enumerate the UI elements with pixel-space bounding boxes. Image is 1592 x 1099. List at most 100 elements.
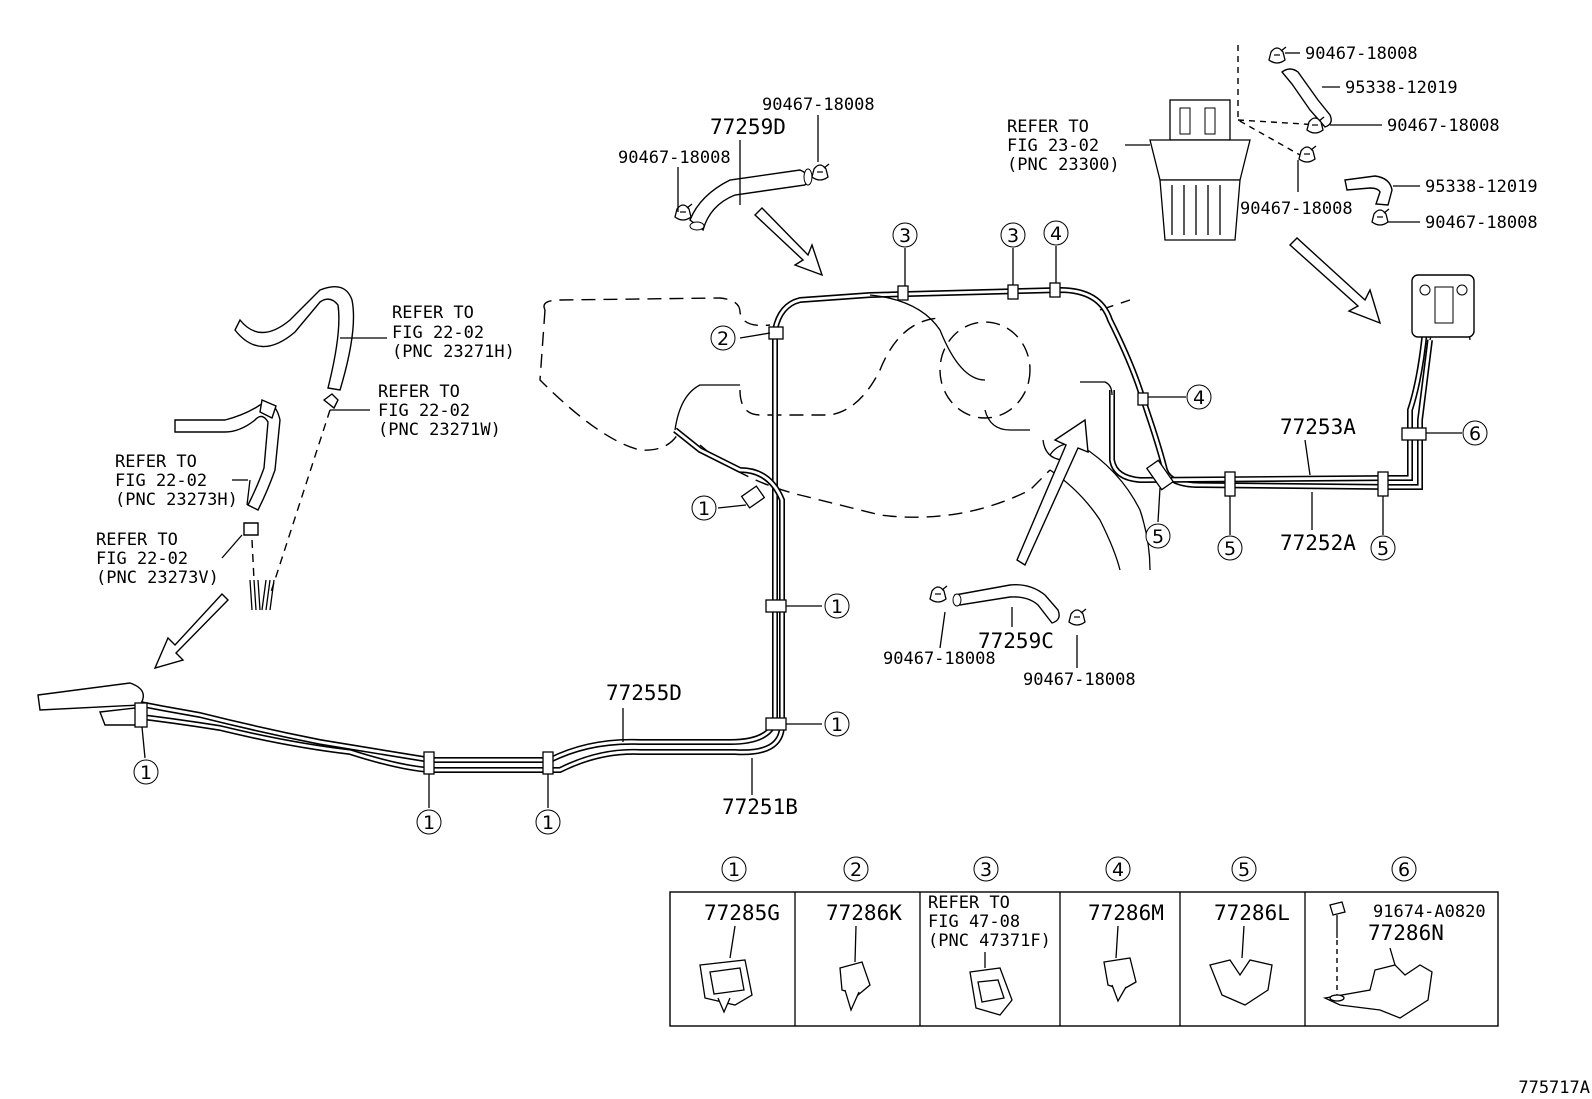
- pipe-77255D: [119, 286, 1433, 763]
- callout-1[interactable]: 1: [824, 593, 850, 619]
- clip-drawing-77286L: [1209, 925, 1273, 1006]
- legend-part-77286M[interactable]: 77286M: [1088, 901, 1164, 925]
- legend-part-77286N[interactable]: 77286N: [1368, 921, 1444, 945]
- legend-note-line[interactable]: (PNC 47371F): [928, 931, 1051, 951]
- svg-text:FIG 22-02: FIG 22-02: [115, 471, 207, 491]
- callout-1[interactable]: 1: [535, 809, 561, 835]
- label-95338-12019[interactable]: 95338-12019: [1345, 78, 1458, 98]
- svg-text:FIG 23-02: FIG 23-02: [1007, 136, 1099, 156]
- refer-note-fig22-02-23273V[interactable]: REFER TO FIG 22-02 (PNC 23273V): [96, 530, 219, 588]
- refer-note-fig22-02-23271W[interactable]: REFER TO FIG 22-02 (PNC 23271W): [378, 382, 501, 440]
- label-77252A[interactable]: 77252A: [1280, 531, 1356, 555]
- refer-note-fig22-02-23273H[interactable]: REFER TO FIG 22-02 (PNC 23273H): [115, 452, 238, 510]
- legend-part-77286K[interactable]: 77286K: [826, 901, 902, 925]
- label-95338-12019[interactable]: 95338-12019: [1425, 177, 1538, 197]
- label-90467-18008[interactable]: 90467-18008: [883, 649, 996, 669]
- label-77259C[interactable]: 77259C: [978, 629, 1054, 653]
- legend-note-line[interactable]: FIG 47-08: [928, 912, 1020, 932]
- callout-2[interactable]: 2: [710, 325, 736, 351]
- legend-header-6: 6: [1391, 856, 1417, 882]
- legend-bolt-91674-A0820[interactable]: 91674-A0820: [1373, 902, 1486, 922]
- clip-drawing-77286K: [839, 925, 871, 1012]
- pipe-end-fittings: [37, 682, 144, 726]
- legend-part-77286L[interactable]: 77286L: [1214, 901, 1290, 925]
- clamp-icon: [1068, 608, 1087, 626]
- clip-drawing-77285G: [699, 925, 753, 1014]
- svg-text:2: 2: [850, 859, 862, 881]
- svg-text:FIG 22-02: FIG 22-02: [96, 549, 188, 569]
- filter-hoses: [1280, 68, 1393, 206]
- svg-text:(PNC 23271W): (PNC 23271W): [378, 420, 501, 440]
- fuel-filter-assembly: [1149, 45, 1321, 241]
- svg-text:(PNC 23273H): (PNC 23273H): [115, 490, 238, 510]
- callout-3[interactable]: 3: [892, 222, 918, 248]
- figure-number: 775717A: [1518, 1078, 1590, 1098]
- direction-arrows: [153, 207, 1382, 670]
- clamp-icon: [811, 163, 830, 181]
- svg-text:1: 1: [542, 812, 554, 834]
- clip-drawing-77286M: [1103, 925, 1137, 1003]
- legend-header-4: 4: [1105, 856, 1131, 882]
- svg-text:REFER TO: REFER TO: [115, 452, 197, 472]
- refer-note-fig22-02-23271H[interactable]: REFER TO FIG 22-02 (PNC 23271H): [392, 303, 515, 362]
- svg-text:2: 2: [717, 328, 729, 350]
- label-90467-18008[interactable]: 90467-18008: [1023, 670, 1136, 690]
- label-77259D[interactable]: 77259D: [710, 115, 786, 139]
- filler-hoses: [174, 286, 355, 611]
- legend-header-5: 5: [1231, 856, 1257, 882]
- label-90467-18008[interactable]: 90467-18008: [1305, 44, 1418, 64]
- clip-drawing-77286N: [1322, 901, 1433, 1019]
- svg-text:FIG 22-02: FIG 22-02: [392, 323, 484, 343]
- svg-text:1: 1: [140, 762, 152, 784]
- svg-text:1: 1: [728, 859, 740, 881]
- svg-text:1: 1: [423, 812, 435, 834]
- clamp-icon: [1371, 208, 1390, 226]
- svg-text:3: 3: [899, 225, 911, 247]
- svg-text:5: 5: [1377, 538, 1389, 560]
- callout-1[interactable]: 1: [691, 495, 717, 521]
- label-90467-18008[interactable]: 90467-18008: [1387, 116, 1500, 136]
- clamp-icon: [929, 585, 948, 603]
- svg-text:4: 4: [1193, 387, 1205, 409]
- svg-text:3: 3: [1007, 225, 1019, 247]
- svg-text:REFER TO: REFER TO: [1007, 117, 1089, 137]
- svg-text:(PNC 23271H): (PNC 23271H): [392, 342, 515, 362]
- leader-lines: [141, 52, 1462, 808]
- callout-4[interactable]: 4: [1043, 220, 1069, 246]
- legend-header-1: 1: [721, 856, 747, 882]
- callout-1[interactable]: 1: [416, 809, 442, 835]
- label-77253A[interactable]: 77253A: [1280, 415, 1356, 439]
- svg-text:4: 4: [1050, 223, 1062, 245]
- refer-notes: REFER TO FIG 23-02 (PNC 23300) REFER TO …: [96, 117, 1120, 588]
- callout-6[interactable]: 6: [1462, 420, 1488, 446]
- label-90467-18008[interactable]: 90467-18008: [1240, 199, 1353, 219]
- callout-3[interactable]: 3: [1000, 222, 1026, 248]
- label-77251B[interactable]: 77251B: [722, 795, 798, 819]
- hose-77259C: [952, 584, 1060, 624]
- legend-note-line[interactable]: REFER TO: [928, 893, 1010, 913]
- callout-5[interactable]: 5: [1145, 523, 1171, 549]
- svg-text:(PNC 23273V): (PNC 23273V): [96, 568, 219, 588]
- callout-4[interactable]: 4: [1186, 384, 1212, 410]
- svg-text:4: 4: [1112, 859, 1124, 881]
- callout-1[interactable]: 1: [824, 711, 850, 737]
- label-90467-18008[interactable]: 90467-18008: [1425, 213, 1538, 233]
- clip-legend-table: 1 2 3 4 5 6 77285G 77286K REFER TO FIG 4…: [669, 856, 1499, 1027]
- legend-part-77285G[interactable]: 77285G: [704, 901, 780, 925]
- label-90467-18008[interactable]: 90467-18008: [762, 95, 875, 115]
- svg-text:REFER TO: REFER TO: [96, 530, 178, 550]
- fuel-tank-outline: [539, 297, 1151, 571]
- callout-1[interactable]: 1: [133, 759, 159, 785]
- svg-text:1: 1: [698, 498, 710, 520]
- pipe-77253A: [1109, 329, 1428, 484]
- refer-note-fig23-02[interactable]: REFER TO FIG 23-02 (PNC 23300): [1007, 117, 1120, 175]
- callouts: 2 1 1 1 1 1 1 3 3 4 4 5 5 5 6: [133, 220, 1488, 835]
- label-77255D[interactable]: 77255D: [606, 681, 682, 705]
- clamp-icon: [1298, 145, 1317, 163]
- label-90467-18008[interactable]: 90467-18008: [618, 148, 731, 168]
- legend-header-3: 3: [973, 856, 999, 882]
- callout-5[interactable]: 5: [1217, 535, 1243, 561]
- callout-5[interactable]: 5: [1370, 535, 1396, 561]
